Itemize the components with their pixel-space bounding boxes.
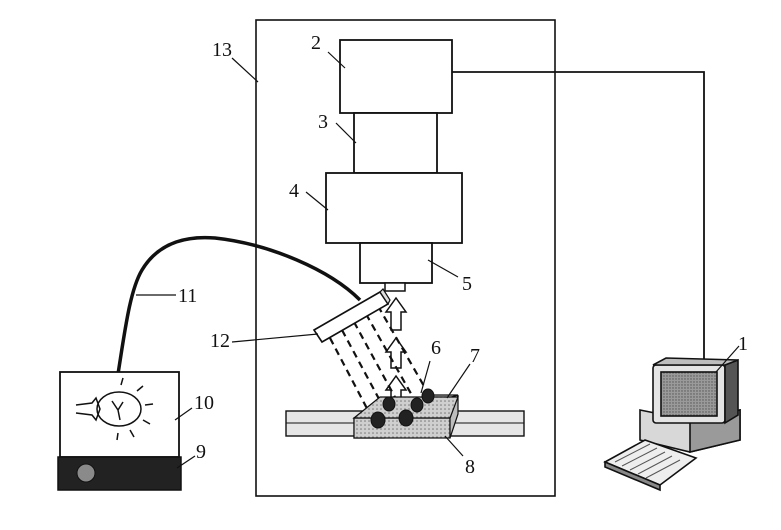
power-knob (77, 464, 95, 482)
label-4: 4 (289, 180, 299, 202)
light-source-base (58, 457, 181, 490)
camera-block (340, 40, 452, 113)
label-3: 3 (318, 111, 328, 133)
label-7: 7 (470, 345, 480, 367)
label-6: 6 (431, 337, 441, 359)
microscope-body (326, 173, 462, 243)
objective-lens (360, 243, 432, 283)
label-8: 8 (465, 456, 475, 478)
objective-tip (385, 283, 405, 291)
label-11: 11 (178, 285, 197, 307)
label-10: 10 (194, 392, 214, 414)
label-9: 9 (196, 441, 206, 463)
label-5: 5 (462, 273, 472, 295)
label-1: 1 (738, 333, 748, 355)
tube-block (354, 113, 437, 173)
label-13: 13 (212, 39, 232, 61)
computer-icon (605, 358, 740, 490)
label-12: 12 (210, 330, 230, 352)
label-2: 2 (311, 32, 321, 54)
